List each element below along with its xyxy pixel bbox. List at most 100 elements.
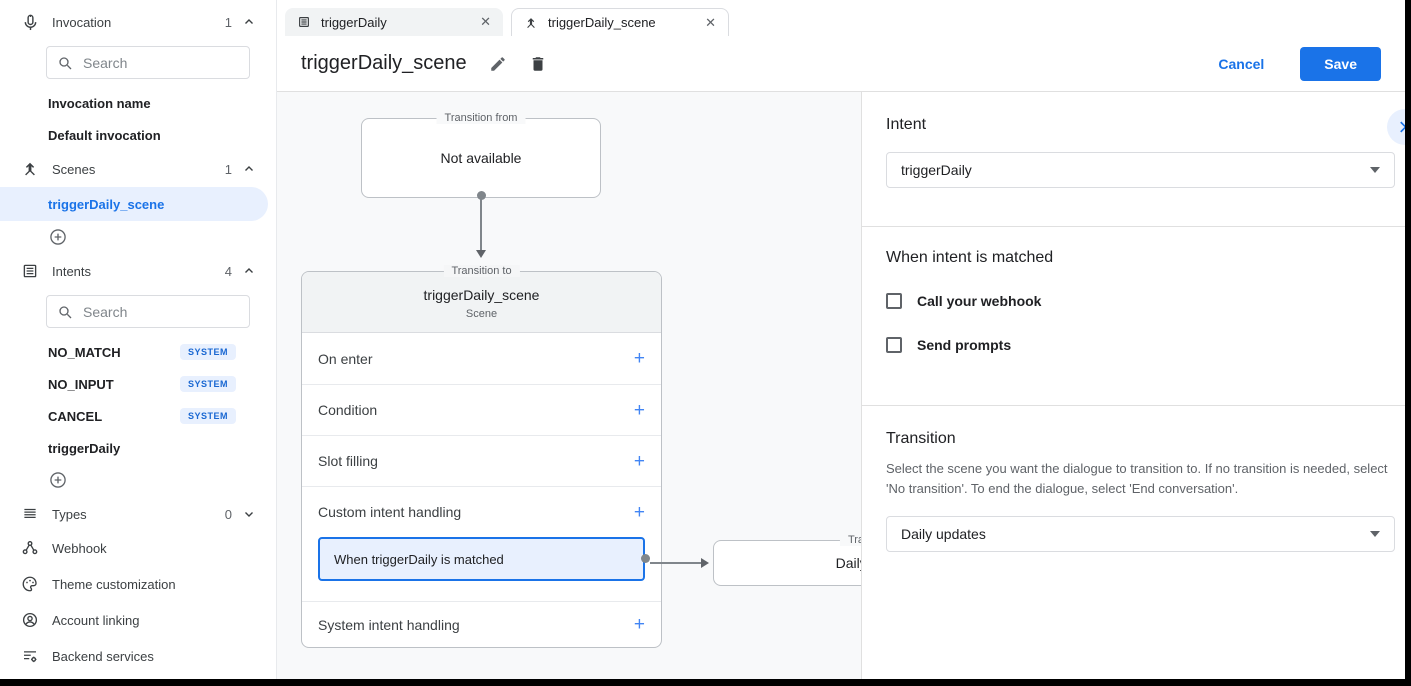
- chevron-down-icon[interactable]: [242, 507, 256, 521]
- list-lines-icon: [20, 504, 40, 524]
- checkbox-label: Call your webhook: [917, 293, 1042, 309]
- prompts-checkbox-row: Send prompts: [886, 337, 1395, 353]
- call-webhook-checkbox[interactable]: [886, 293, 902, 309]
- transition-from-legend: Transition from: [436, 112, 526, 124]
- divider: [862, 405, 1405, 406]
- sidebar-item-scene-selected[interactable]: triggerDaily_scene: [0, 187, 268, 221]
- invocation-search[interactable]: [46, 46, 250, 79]
- microphone-icon: [20, 12, 40, 32]
- intent-detail-panel: Intent triggerDaily When intent is match…: [861, 92, 1405, 679]
- edit-pencil-icon[interactable]: [489, 55, 507, 73]
- arrowhead-down-icon: [476, 250, 486, 258]
- sidebar-section-scenes[interactable]: Scenes 1: [0, 153, 276, 185]
- add-icon[interactable]: +: [633, 348, 645, 369]
- page-header: triggerDaily_scene Cancel Save: [277, 36, 1405, 92]
- close-icon[interactable]: ✕: [705, 14, 716, 30]
- intent-heading: Intent: [886, 116, 927, 133]
- transition-from-value: Not available: [440, 150, 522, 166]
- intent-dropdown[interactable]: triggerDaily: [886, 152, 1395, 188]
- cancel-button[interactable]: Cancel: [1218, 55, 1265, 72]
- tab-triggerdaily[interactable]: triggerDaily ✕: [285, 8, 503, 36]
- sidebar-section-intents[interactable]: Intents 4: [0, 255, 276, 287]
- scene-canvas: Transition from Not available Transition…: [277, 92, 861, 679]
- link-label: Backend services: [52, 648, 154, 664]
- transition-heading: Transition: [886, 430, 956, 447]
- link-label: Account linking: [52, 612, 140, 628]
- scene-card-header: triggerDaily_scene Scene: [302, 272, 661, 333]
- sidebar-item-webhook[interactable]: Webhook: [0, 530, 276, 566]
- sidebar-item-default-invocation[interactable]: Default invocation: [48, 127, 161, 143]
- link-label: Theme customization: [52, 576, 176, 592]
- next-scene-box[interactable]: Transition to Daily updates: [713, 534, 861, 586]
- section-label: Condition: [318, 402, 378, 418]
- tab-label: triggerDaily_scene: [548, 15, 656, 30]
- section-label: System intent handling: [318, 616, 460, 633]
- add-icon[interactable]: +: [633, 450, 645, 472]
- palette-icon: [20, 574, 40, 594]
- search-icon: [57, 304, 73, 320]
- caret-down-icon: [1370, 531, 1380, 537]
- connector-dot: [641, 554, 650, 563]
- section-label: Intents: [52, 263, 92, 279]
- sidebar-item-intent[interactable]: triggerDaily: [0, 432, 276, 464]
- sidebar-item-invocation-name[interactable]: Invocation name: [48, 95, 151, 111]
- section-label: Invocation: [52, 14, 112, 30]
- intent-label: NO_MATCH: [48, 344, 121, 360]
- intents-search-input[interactable]: [83, 303, 213, 320]
- add-icon[interactable]: +: [633, 399, 645, 421]
- add-circle-icon: [48, 227, 68, 247]
- system-badge: SYSTEM: [179, 344, 236, 360]
- sidebar-item-backend-services[interactable]: Backend services: [0, 638, 276, 674]
- section-label: Slot filling: [318, 453, 378, 469]
- article-icon: [20, 261, 40, 281]
- custom-intent-row[interactable]: Custom intent handling +: [302, 487, 661, 537]
- sidebar-section-invocation[interactable]: Invocation 1: [0, 6, 276, 38]
- transition-dropdown-value: Daily updates: [901, 526, 986, 542]
- link-label: Webhook: [52, 540, 107, 556]
- sidebar-item-intent[interactable]: NO_INPUT SYSTEM: [0, 368, 276, 400]
- add-scene-button[interactable]: [0, 221, 276, 253]
- transition-from-box: Transition from Not available: [361, 112, 601, 200]
- section-slot-filling[interactable]: Slot filling +: [302, 435, 661, 486]
- chevron-up-icon[interactable]: [242, 162, 256, 176]
- section-system-intent-handling[interactable]: System intent handling +: [302, 601, 661, 647]
- transition-description: Select the scene you want the dialogue t…: [886, 461, 1388, 496]
- connector-line-vertical: [480, 199, 482, 251]
- connector-line-horizontal: [650, 562, 701, 564]
- search-icon: [57, 55, 73, 71]
- checkbox-label: Send prompts: [917, 337, 1012, 353]
- section-condition[interactable]: Condition +: [302, 384, 661, 435]
- intents-search[interactable]: [46, 295, 250, 328]
- section-count: 1: [224, 14, 232, 30]
- merge-icon: [524, 16, 538, 30]
- tab-triggerdaily-scene[interactable]: triggerDaily_scene ✕: [511, 8, 729, 36]
- sidebar-item-intent[interactable]: CANCEL SYSTEM: [0, 400, 276, 432]
- chevron-right-icon: [1400, 121, 1405, 133]
- connector-dot: [477, 191, 486, 200]
- sidebar-item-intent[interactable]: NO_MATCH SYSTEM: [0, 336, 276, 368]
- section-on-enter[interactable]: On enter +: [302, 333, 661, 384]
- save-button[interactable]: Save: [1300, 46, 1381, 81]
- system-badge: SYSTEM: [179, 408, 236, 424]
- close-icon[interactable]: ✕: [480, 14, 491, 29]
- delete-trash-icon[interactable]: [529, 55, 547, 73]
- add-intent-button[interactable]: [0, 464, 276, 496]
- collapse-panel-button[interactable]: [1387, 109, 1405, 145]
- page-title: triggerDaily_scene: [301, 52, 467, 74]
- sidebar-item-theme-customization[interactable]: Theme customization: [0, 566, 276, 602]
- transition-dropdown[interactable]: Daily updates: [886, 516, 1395, 552]
- chevron-up-icon[interactable]: [242, 264, 256, 278]
- send-prompts-checkbox[interactable]: [886, 337, 902, 353]
- add-icon[interactable]: +: [633, 501, 645, 523]
- system-badge: SYSTEM: [179, 376, 236, 392]
- sidebar-item-account-linking[interactable]: Account linking: [0, 602, 276, 638]
- invocation-search-input[interactable]: [83, 54, 213, 71]
- sidebar-section-types[interactable]: Types 0: [0, 498, 276, 530]
- chevron-up-icon[interactable]: [242, 15, 256, 29]
- account-circle-icon: [20, 610, 40, 630]
- next-scene-legend: Transition to: [839, 534, 861, 546]
- matched-intent-item[interactable]: When triggerDaily is matched: [318, 537, 650, 581]
- add-icon[interactable]: +: [633, 614, 645, 635]
